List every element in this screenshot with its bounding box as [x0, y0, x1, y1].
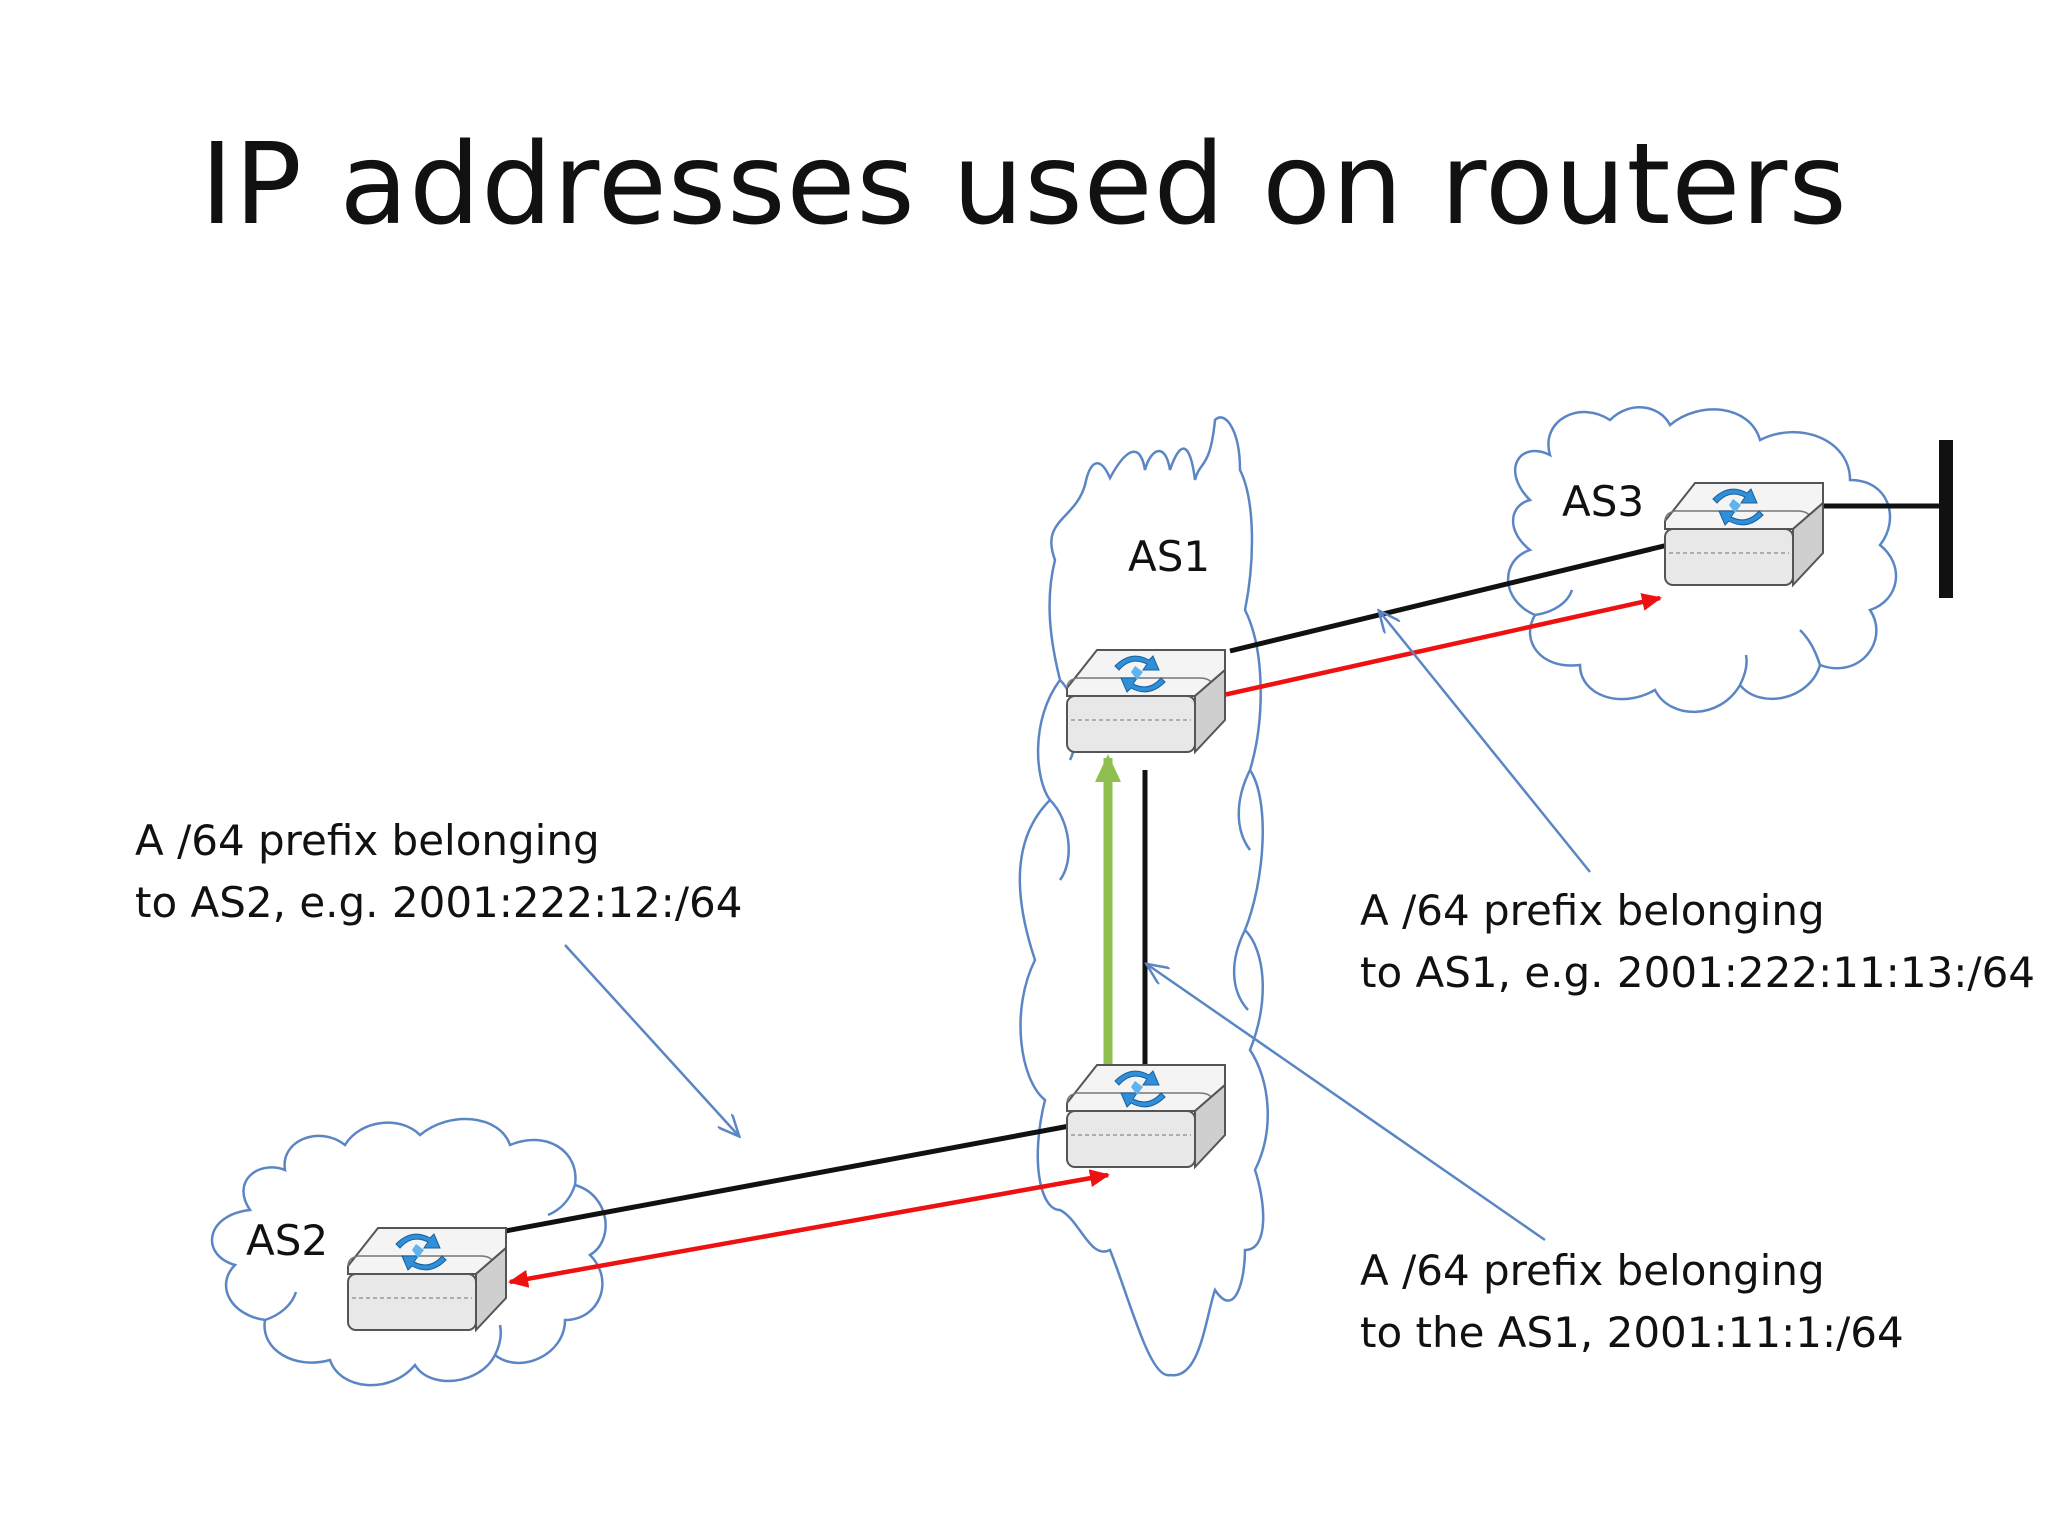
as1-as3-address-arrow — [1190, 593, 1662, 707]
router-icon-as1-bottom — [1066, 1064, 1226, 1168]
as2-as1-address-arrow — [508, 1169, 1110, 1288]
note-as2-link-line2: to AS2, e.g. 2001:222:12:/64 — [135, 878, 743, 927]
note-as1-as3-link-line2: to AS1, e.g. 2001:222:11:13:/64 — [1360, 948, 2036, 997]
as1-cloud — [1018, 416, 1269, 1377]
pointer-as1-internal-link — [1148, 965, 1546, 1242]
note-as1-internal-link-line2: to the AS1, 2001:11:1:/64 — [1360, 1308, 1904, 1357]
as3-label: AS3 — [1562, 477, 1645, 526]
note-as2-link: A /64 prefix belonging to AS2, e.g. 2001… — [135, 810, 742, 934]
router-icon-as2 — [347, 1227, 507, 1331]
pointer-as1-as3-link — [1380, 612, 1591, 873]
as2-label: AS2 — [246, 1216, 329, 1265]
ethernet-bar — [1939, 440, 1953, 598]
as1-label: AS1 — [1128, 532, 1211, 581]
link-as2-as1 — [499, 1122, 1076, 1235]
link-as1-as3 — [1229, 542, 1669, 654]
note-as1-internal-link: A /64 prefix belonging to the AS1, 2001:… — [1360, 1240, 1904, 1364]
router-icon-as3 — [1664, 482, 1824, 586]
note-as1-internal-link-line1: A /64 prefix belonging — [1360, 1246, 1825, 1295]
router-icon-as1-top — [1066, 649, 1226, 753]
pointer-arrows — [564, 612, 1591, 1242]
address-arrows — [508, 593, 1662, 1288]
note-as2-link-line1: A /64 prefix belonging — [135, 816, 600, 865]
note-as1-as3-link: A /64 prefix belonging to AS1, e.g. 2001… — [1360, 880, 2035, 1004]
page-title: IP addresses used on routers — [200, 120, 1848, 250]
note-as1-as3-link-line1: A /64 prefix belonging — [1360, 886, 1825, 935]
pointer-as2-link — [564, 944, 738, 1135]
